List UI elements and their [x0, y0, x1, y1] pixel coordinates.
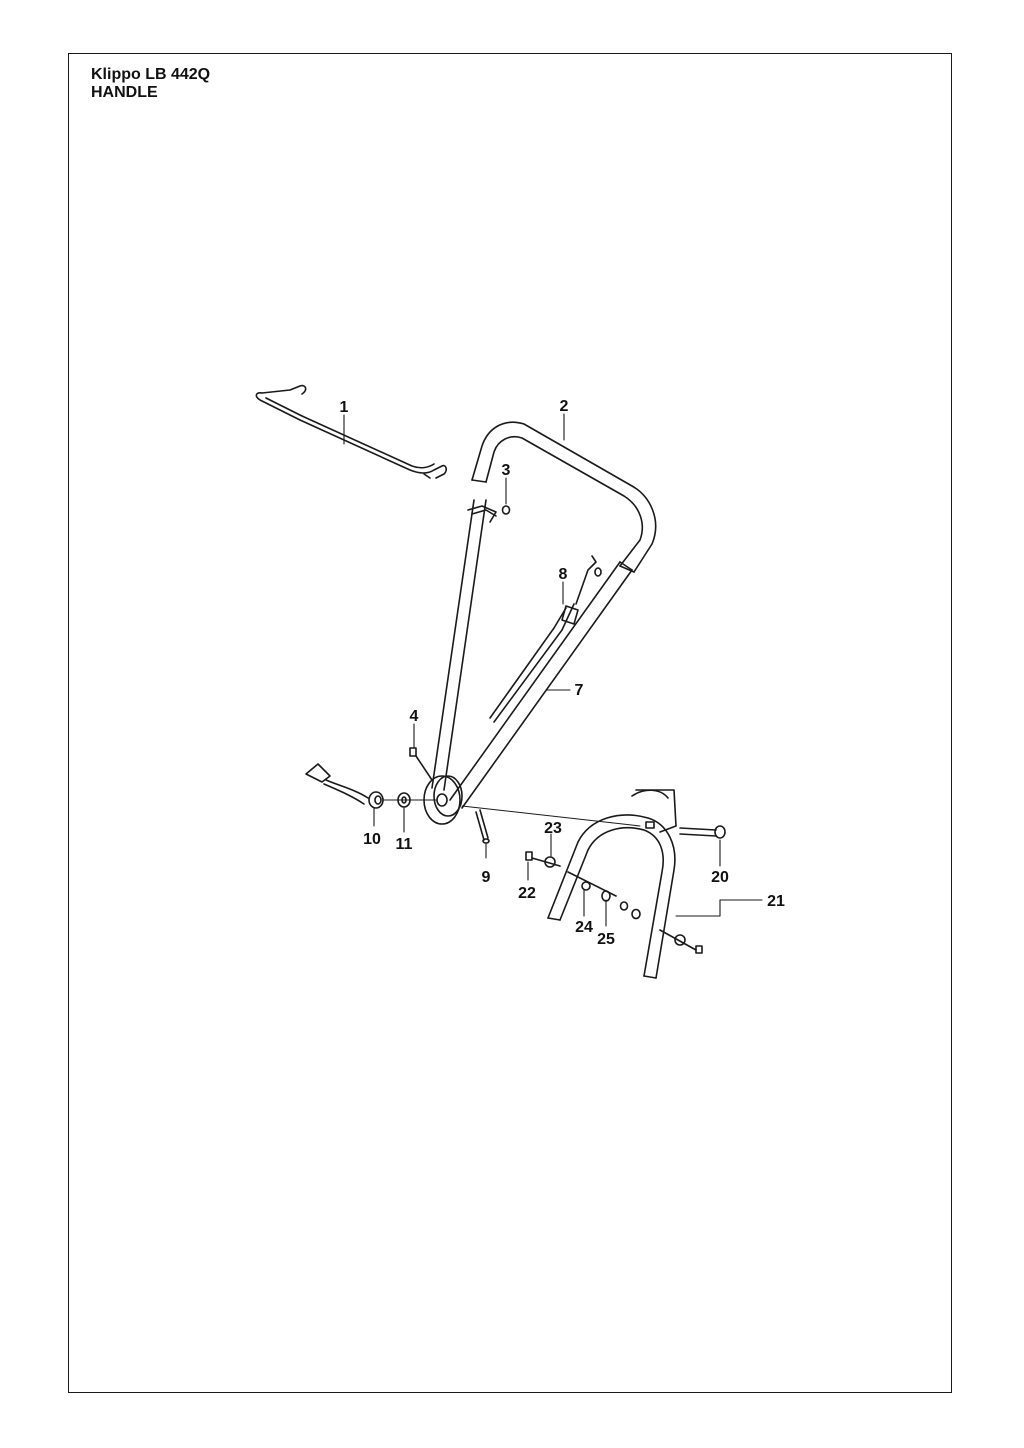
- part-8-label: 8: [559, 566, 568, 583]
- clip-and-nut-drawing: [467, 505, 511, 523]
- part-7-label: 7: [575, 682, 584, 699]
- lower-handle-right-tube-drawing: [449, 561, 633, 809]
- model-title: Klippo LB 442Q: [91, 66, 211, 83]
- bolt-part-20-drawing: [679, 825, 726, 839]
- part-23-label: 23: [544, 820, 562, 837]
- throttle-cable-drawing: [489, 555, 597, 723]
- part-4-label: 4: [410, 708, 419, 725]
- bolt-part-9-drawing: [475, 809, 490, 844]
- part-1-label: 1: [340, 399, 349, 416]
- title-block: Klippo LB 442Q HANDLE: [91, 66, 210, 102]
- section-title: HANDLE: [91, 84, 158, 101]
- screw-part-4-drawing: [409, 747, 433, 781]
- part-11-label: 11: [396, 836, 413, 853]
- part-3-label: 3: [502, 462, 511, 479]
- part-9-label: 9: [482, 869, 491, 886]
- fasteners-parts-22-25-drawing: [525, 851, 703, 954]
- part-20-label: 20: [711, 869, 729, 886]
- leader-lines: [343, 413, 763, 927]
- part-10-label: 10: [363, 831, 381, 848]
- part-25-label: 25: [597, 931, 615, 948]
- part-22-label: 22: [518, 885, 536, 902]
- callouts: 1 2 3 4 7 8 9 10 11 20 21 22 23 24 25: [340, 398, 785, 948]
- upper-handle-drawing: [471, 421, 657, 573]
- lower-handle-left-tube-drawing: [431, 499, 487, 791]
- handle-base-part-21-drawing: [547, 789, 677, 979]
- knob-part-10-drawing: [305, 763, 384, 809]
- part-24-label: 24: [575, 919, 593, 936]
- part-21-label: 21: [767, 893, 785, 910]
- page-frame: [68, 53, 952, 1393]
- bail-bar-drawing: [255, 384, 447, 479]
- part-2-label: 2: [560, 398, 569, 415]
